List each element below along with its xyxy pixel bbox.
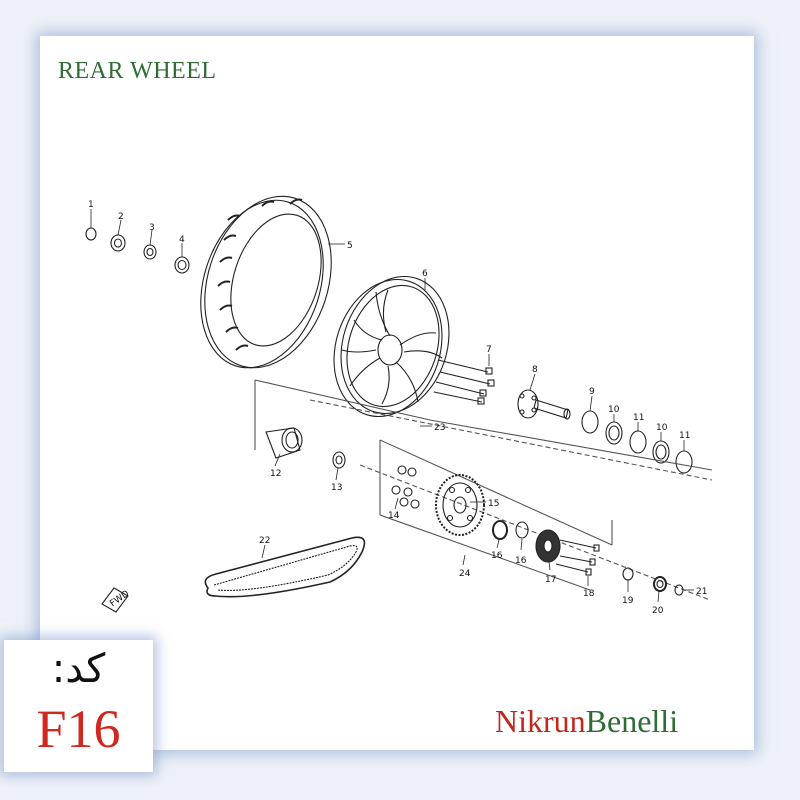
part-label: 8 <box>532 365 538 375</box>
code-label: کد: <box>51 646 106 692</box>
part-1-circlip <box>85 227 97 241</box>
part-label: 16 <box>515 556 527 566</box>
part-label: 14 <box>388 511 400 521</box>
part-22-chain <box>204 536 366 598</box>
fwd-arrow-icon <box>101 587 129 613</box>
part-label: 19 <box>622 596 634 606</box>
part-2-bearing <box>110 234 126 252</box>
part-21-circlip <box>674 584 684 596</box>
part-12-carrier <box>265 427 303 459</box>
part-4-oil-seal <box>174 256 190 274</box>
part-14-nuts <box>391 465 420 509</box>
part-label: 11 <box>679 431 690 441</box>
part-5-tyre <box>200 195 332 369</box>
brand-name-part2: Benelli <box>585 703 679 739</box>
part-10-bearing <box>605 421 623 445</box>
part-label: 10 <box>656 423 668 433</box>
part-6-rim <box>333 275 450 418</box>
part-label: 21 <box>696 587 707 597</box>
part-label: 2 <box>118 212 124 222</box>
part-label: 22 <box>259 536 270 546</box>
part-label: 13 <box>331 483 342 493</box>
part-label: 6 <box>422 269 428 279</box>
part-label: 3 <box>149 223 155 233</box>
diagram-sheet <box>40 36 754 750</box>
part-label: 5 <box>347 241 353 251</box>
part-label: 11 <box>633 413 644 423</box>
part-label: 12 <box>270 469 281 479</box>
part-11-spacer <box>629 430 647 454</box>
brand-watermark: NikrunBenelli <box>495 703 678 740</box>
part-label: 9 <box>589 387 595 397</box>
part-15-sprocket <box>435 474 485 536</box>
bracket-24 <box>359 439 711 601</box>
part-20-bearing <box>653 576 667 592</box>
part-label: 20 <box>652 606 664 616</box>
part-13-spacer <box>332 451 346 469</box>
part-3-spacer <box>143 244 157 260</box>
part-label: 18 <box>583 589 595 599</box>
part-label: 15 <box>488 499 499 509</box>
part-8-hub <box>517 389 571 420</box>
part-9-circlip <box>581 410 599 434</box>
part-label: 17 <box>545 575 556 585</box>
part-label: 7 <box>486 345 492 355</box>
part-label: 4 <box>179 235 185 245</box>
part-label: 16 <box>491 551 503 561</box>
part-16-oil-seal-2 <box>515 521 529 539</box>
part-label: 24 <box>459 569 471 579</box>
part-11-spacer-2 <box>675 450 693 474</box>
diagram-title: REAR WHEEL <box>58 58 217 84</box>
code-value: F16 <box>36 699 121 759</box>
part-label: 23 <box>434 423 445 433</box>
part-label: 10 <box>608 405 620 415</box>
part-16-oil-seal <box>492 520 508 540</box>
part-label: 1 <box>88 200 94 210</box>
part-19-spacer <box>622 567 634 581</box>
brand-name-part1: Nikrun <box>495 703 586 739</box>
part-17-flange <box>535 529 561 563</box>
part-code-box: کد: F16 <box>4 640 153 772</box>
part-7-bolts <box>433 359 495 405</box>
part-18-studs <box>555 539 600 576</box>
bracket-23 <box>254 379 713 481</box>
